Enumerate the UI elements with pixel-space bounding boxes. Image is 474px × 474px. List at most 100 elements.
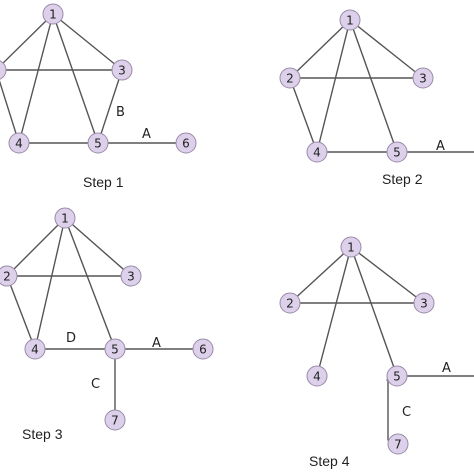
step1-node-2-circle bbox=[0, 60, 7, 80]
step2-node-5-label: 5 bbox=[393, 146, 401, 160]
step3-node-1-circle bbox=[54, 207, 76, 229]
step2-node-2-circle bbox=[279, 67, 301, 89]
step2-node-2-label: 2 bbox=[286, 72, 294, 86]
step4-node-2: 2 bbox=[279, 292, 301, 314]
step4-node-1-circle bbox=[340, 236, 362, 258]
step2-node-3: 3 bbox=[412, 67, 434, 89]
step1-edge-1-3 bbox=[52, 13, 123, 71]
step3-node-3: 3 bbox=[120, 265, 142, 287]
step3-node-6: 6 bbox=[192, 338, 214, 360]
nodes-layer: 1 2 3 4 5 6 1 2 3 4 5 1 2 3 4 5 6 7 1 2 3 4 5 7 bbox=[0, 3, 435, 455]
step2-node-5: 5 bbox=[386, 141, 408, 163]
step4-edge-1-4 bbox=[316, 246, 352, 377]
step4-node-3: 3 bbox=[413, 292, 435, 314]
step2-node-1-circle bbox=[339, 9, 361, 31]
step2-caption: Step 2 bbox=[382, 171, 423, 187]
step4-node-7-label: 7 bbox=[394, 438, 402, 452]
step4-node-1: 1 bbox=[340, 236, 362, 258]
step3-node-7-label: 7 bbox=[111, 414, 119, 428]
step4-edge-1-2 bbox=[289, 246, 352, 304]
step2-node-2: 2 bbox=[279, 67, 301, 89]
step4-node-5: 5 bbox=[386, 365, 408, 387]
step3-node-3-circle bbox=[120, 265, 142, 287]
step4-node-4: 4 bbox=[306, 365, 328, 387]
step1-node-1: 1 bbox=[42, 3, 64, 25]
step2-node-1: 1 bbox=[339, 9, 361, 31]
step3-edge-1-2 bbox=[6, 217, 66, 277]
step3-node-2-circle bbox=[0, 265, 18, 287]
step3-node-6-label: 6 bbox=[199, 343, 207, 357]
step1-edge-label-b: B bbox=[116, 105, 125, 120]
step3-edge-2-4 bbox=[6, 275, 36, 350]
step1-node-6-circle bbox=[175, 132, 197, 154]
step3-edge-label-d: D bbox=[66, 331, 76, 346]
step1-node-1-circle bbox=[42, 3, 64, 25]
step2-edge-label-a: A bbox=[436, 139, 445, 154]
step3-edge-label-c: C bbox=[91, 377, 100, 392]
step1-node-4: 4 bbox=[8, 132, 30, 154]
step3-node-6-circle bbox=[192, 338, 214, 360]
step1-node-4-circle bbox=[8, 132, 30, 154]
step1-node-6-label: 6 bbox=[182, 137, 190, 151]
step1-edge-1-2 bbox=[0, 13, 54, 68]
step3-node-5: 5 bbox=[104, 338, 126, 360]
step2-node-5-circle bbox=[386, 141, 408, 163]
step2-node-4: 4 bbox=[306, 141, 328, 163]
step1-caption: Step 1 bbox=[83, 174, 124, 190]
step4-node-4-circle bbox=[306, 365, 328, 387]
step4-edge-label-c: C bbox=[402, 405, 411, 420]
step1-node-2: 2 bbox=[0, 60, 7, 80]
step3-node-2: 2 bbox=[0, 265, 18, 287]
step1-edge-label-a: A bbox=[142, 127, 151, 142]
step1-node-4-label: 4 bbox=[15, 137, 23, 151]
step4-node-4-label: 4 bbox=[313, 370, 321, 384]
step4-node-7: 7 bbox=[387, 433, 409, 455]
step3-node-7-circle bbox=[104, 409, 126, 431]
step2-edge-1-2 bbox=[289, 19, 351, 79]
step1-node-3-circle bbox=[111, 59, 133, 81]
step4-node-5-circle bbox=[386, 365, 408, 387]
step1-edge-1-4 bbox=[18, 13, 54, 144]
step3-node-1-label: 1 bbox=[61, 212, 69, 226]
step3-node-4: 4 bbox=[24, 338, 46, 360]
step4-edge-5-7 bbox=[386, 379, 389, 441]
step1-edge-3-5 bbox=[97, 69, 123, 144]
step3-node-1: 1 bbox=[54, 207, 76, 229]
step3-node-3-label: 3 bbox=[127, 270, 135, 284]
step4-edge-1-3 bbox=[350, 246, 425, 304]
step3-node-5-label: 5 bbox=[111, 343, 119, 357]
step4-caption: Step 4 bbox=[309, 453, 350, 469]
step3-edge-1-3 bbox=[64, 217, 132, 277]
step4-node-3-circle bbox=[413, 292, 435, 314]
step4-edge-label-a: A bbox=[442, 361, 451, 376]
step4-node-2-label: 2 bbox=[286, 297, 294, 311]
step3-node-2-label: 2 bbox=[3, 270, 11, 284]
step4-node-1-label: 1 bbox=[347, 241, 355, 255]
edges-layer bbox=[0, 13, 474, 441]
step1-node-5-label: 5 bbox=[94, 137, 102, 151]
step1-edge-2-4 bbox=[0, 80, 20, 144]
step1-node-5: 5 bbox=[87, 132, 109, 154]
step2-node-1-label: 1 bbox=[346, 14, 354, 28]
step1-node-6: 6 bbox=[175, 132, 197, 154]
step1-node-1-label: 1 bbox=[49, 8, 57, 22]
step4-node-5-label: 5 bbox=[393, 370, 401, 384]
step1-edge-1-5 bbox=[52, 13, 99, 144]
step3-node-4-circle bbox=[24, 338, 46, 360]
step1-node-3: 3 bbox=[111, 59, 133, 81]
step4-node-7-circle bbox=[387, 433, 409, 455]
step3-node-5-circle bbox=[104, 338, 126, 360]
step4-node-2-circle bbox=[279, 292, 301, 314]
step1-node-5-circle bbox=[87, 132, 109, 154]
step3-node-7: 7 bbox=[104, 409, 126, 431]
step2-node-3-label: 3 bbox=[419, 72, 427, 86]
step2-node-4-label: 4 bbox=[313, 146, 321, 160]
step4-node-3-label: 3 bbox=[420, 297, 428, 311]
labels-layer: B A Step 1 A Step 2 D A C Step 3 A C Ste… bbox=[22, 105, 451, 469]
step3-edge-1-5 bbox=[64, 217, 116, 350]
step2-edge-2-4 bbox=[289, 77, 318, 153]
step3-edge-1-4 bbox=[34, 217, 66, 350]
step3-node-4-label: 4 bbox=[31, 343, 39, 357]
step2-edge-1-3 bbox=[349, 19, 424, 79]
